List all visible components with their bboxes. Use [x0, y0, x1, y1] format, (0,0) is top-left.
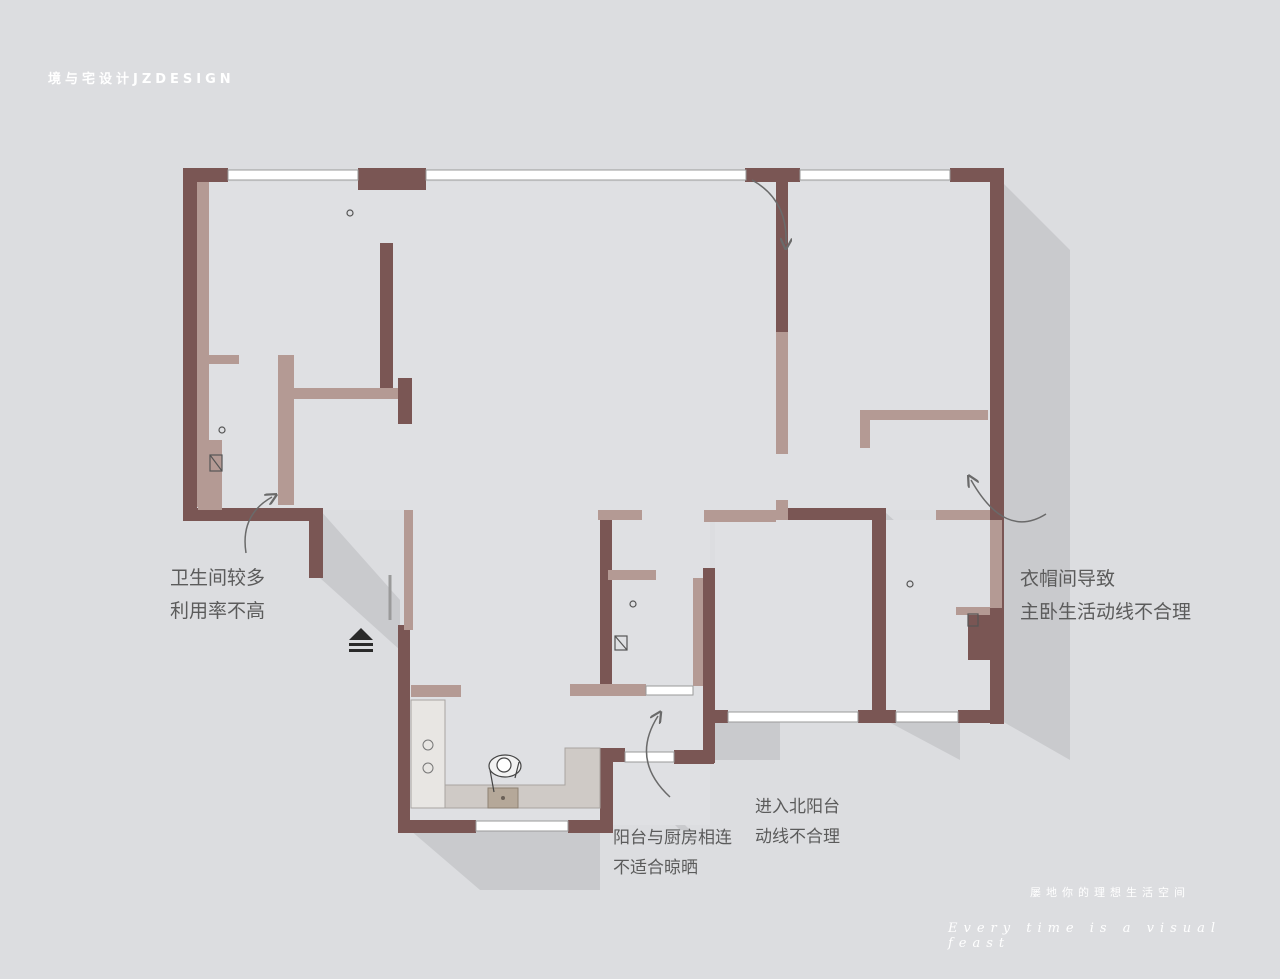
annotation-line: 进入北阳台 [755, 797, 840, 817]
annotation-north-balcony: 进入北阳台 动线不合理 [755, 792, 840, 852]
annotation-bathroom: 卫生间较多 利用率不高 [170, 562, 265, 628]
wall-left [183, 168, 197, 518]
annotation-line: 主卧生活动线不合理 [1020, 601, 1192, 623]
annotation-line: 衣帽间导致 [1020, 568, 1116, 590]
wall-top-right-b [950, 168, 1002, 182]
tagline-cn: 屡地你的理想生活空间 [1030, 886, 1190, 899]
person-icon [488, 754, 522, 793]
annotation-line: 阳台与厨房相连 [613, 828, 732, 848]
annotation-line: 利用率不高 [170, 600, 266, 622]
annotation-line: 不适合晾晒 [613, 858, 698, 878]
wall-master-div [776, 170, 788, 332]
wall-balcony-top [600, 748, 625, 762]
entrance-arrow-icon [349, 628, 373, 652]
annotation-line: 动线不合理 [755, 827, 840, 847]
wall-room-mid [872, 508, 886, 723]
stove-icon [422, 739, 434, 774]
wall-balcony-right [600, 748, 613, 833]
windows [227, 169, 959, 832]
walls [183, 168, 1004, 833]
annotation-line: 卫生间较多 [170, 567, 266, 589]
wall-center-block [398, 378, 412, 424]
counter-left [410, 699, 446, 809]
wall-top-column [358, 168, 426, 190]
wall-wc-right [600, 510, 612, 685]
floor-area [198, 182, 990, 825]
brand-logo-text: 境与宅设计JZDESIGN [48, 72, 235, 87]
window-top-a [227, 169, 359, 181]
callout-arrows [244, 179, 1047, 798]
wall-room-top [776, 508, 886, 520]
arrow-closet [971, 480, 1047, 523]
fixtures [209, 209, 979, 651]
tagline-en: Every time is a visual feast [948, 921, 1222, 951]
sink-icon [487, 787, 519, 809]
wall-lift [703, 568, 715, 763]
wall-bath-corner [309, 508, 323, 578]
window-balcony [624, 751, 675, 763]
partitions [197, 182, 1002, 697]
wall-bottom-c [958, 710, 1004, 723]
window-wc [645, 685, 694, 696]
window-kitchen [475, 820, 569, 832]
wall-right [990, 168, 1004, 724]
window-bottom-b [895, 711, 959, 723]
wall-closet [968, 608, 990, 660]
annotation-kitchen-balcony: 阳台与厨房相连 不适合晾晒 [613, 823, 732, 883]
window-top-b [425, 169, 747, 181]
annotation-closet: 衣帽间导致 主卧生活动线不合理 [1020, 563, 1191, 629]
window-top-c [799, 169, 951, 181]
arrow-master-door [751, 179, 786, 244]
wall-kitchen-bottom [398, 820, 476, 833]
arrow-bathroom [244, 497, 272, 554]
wall-entry-left [398, 625, 410, 833]
window-bottom-a [727, 711, 859, 723]
wall-bottom-a [712, 710, 728, 723]
wall-center-vert [380, 243, 393, 388]
wall-bottom-b [858, 710, 896, 723]
arrow-balcony [645, 716, 671, 798]
kitchen [410, 699, 601, 809]
